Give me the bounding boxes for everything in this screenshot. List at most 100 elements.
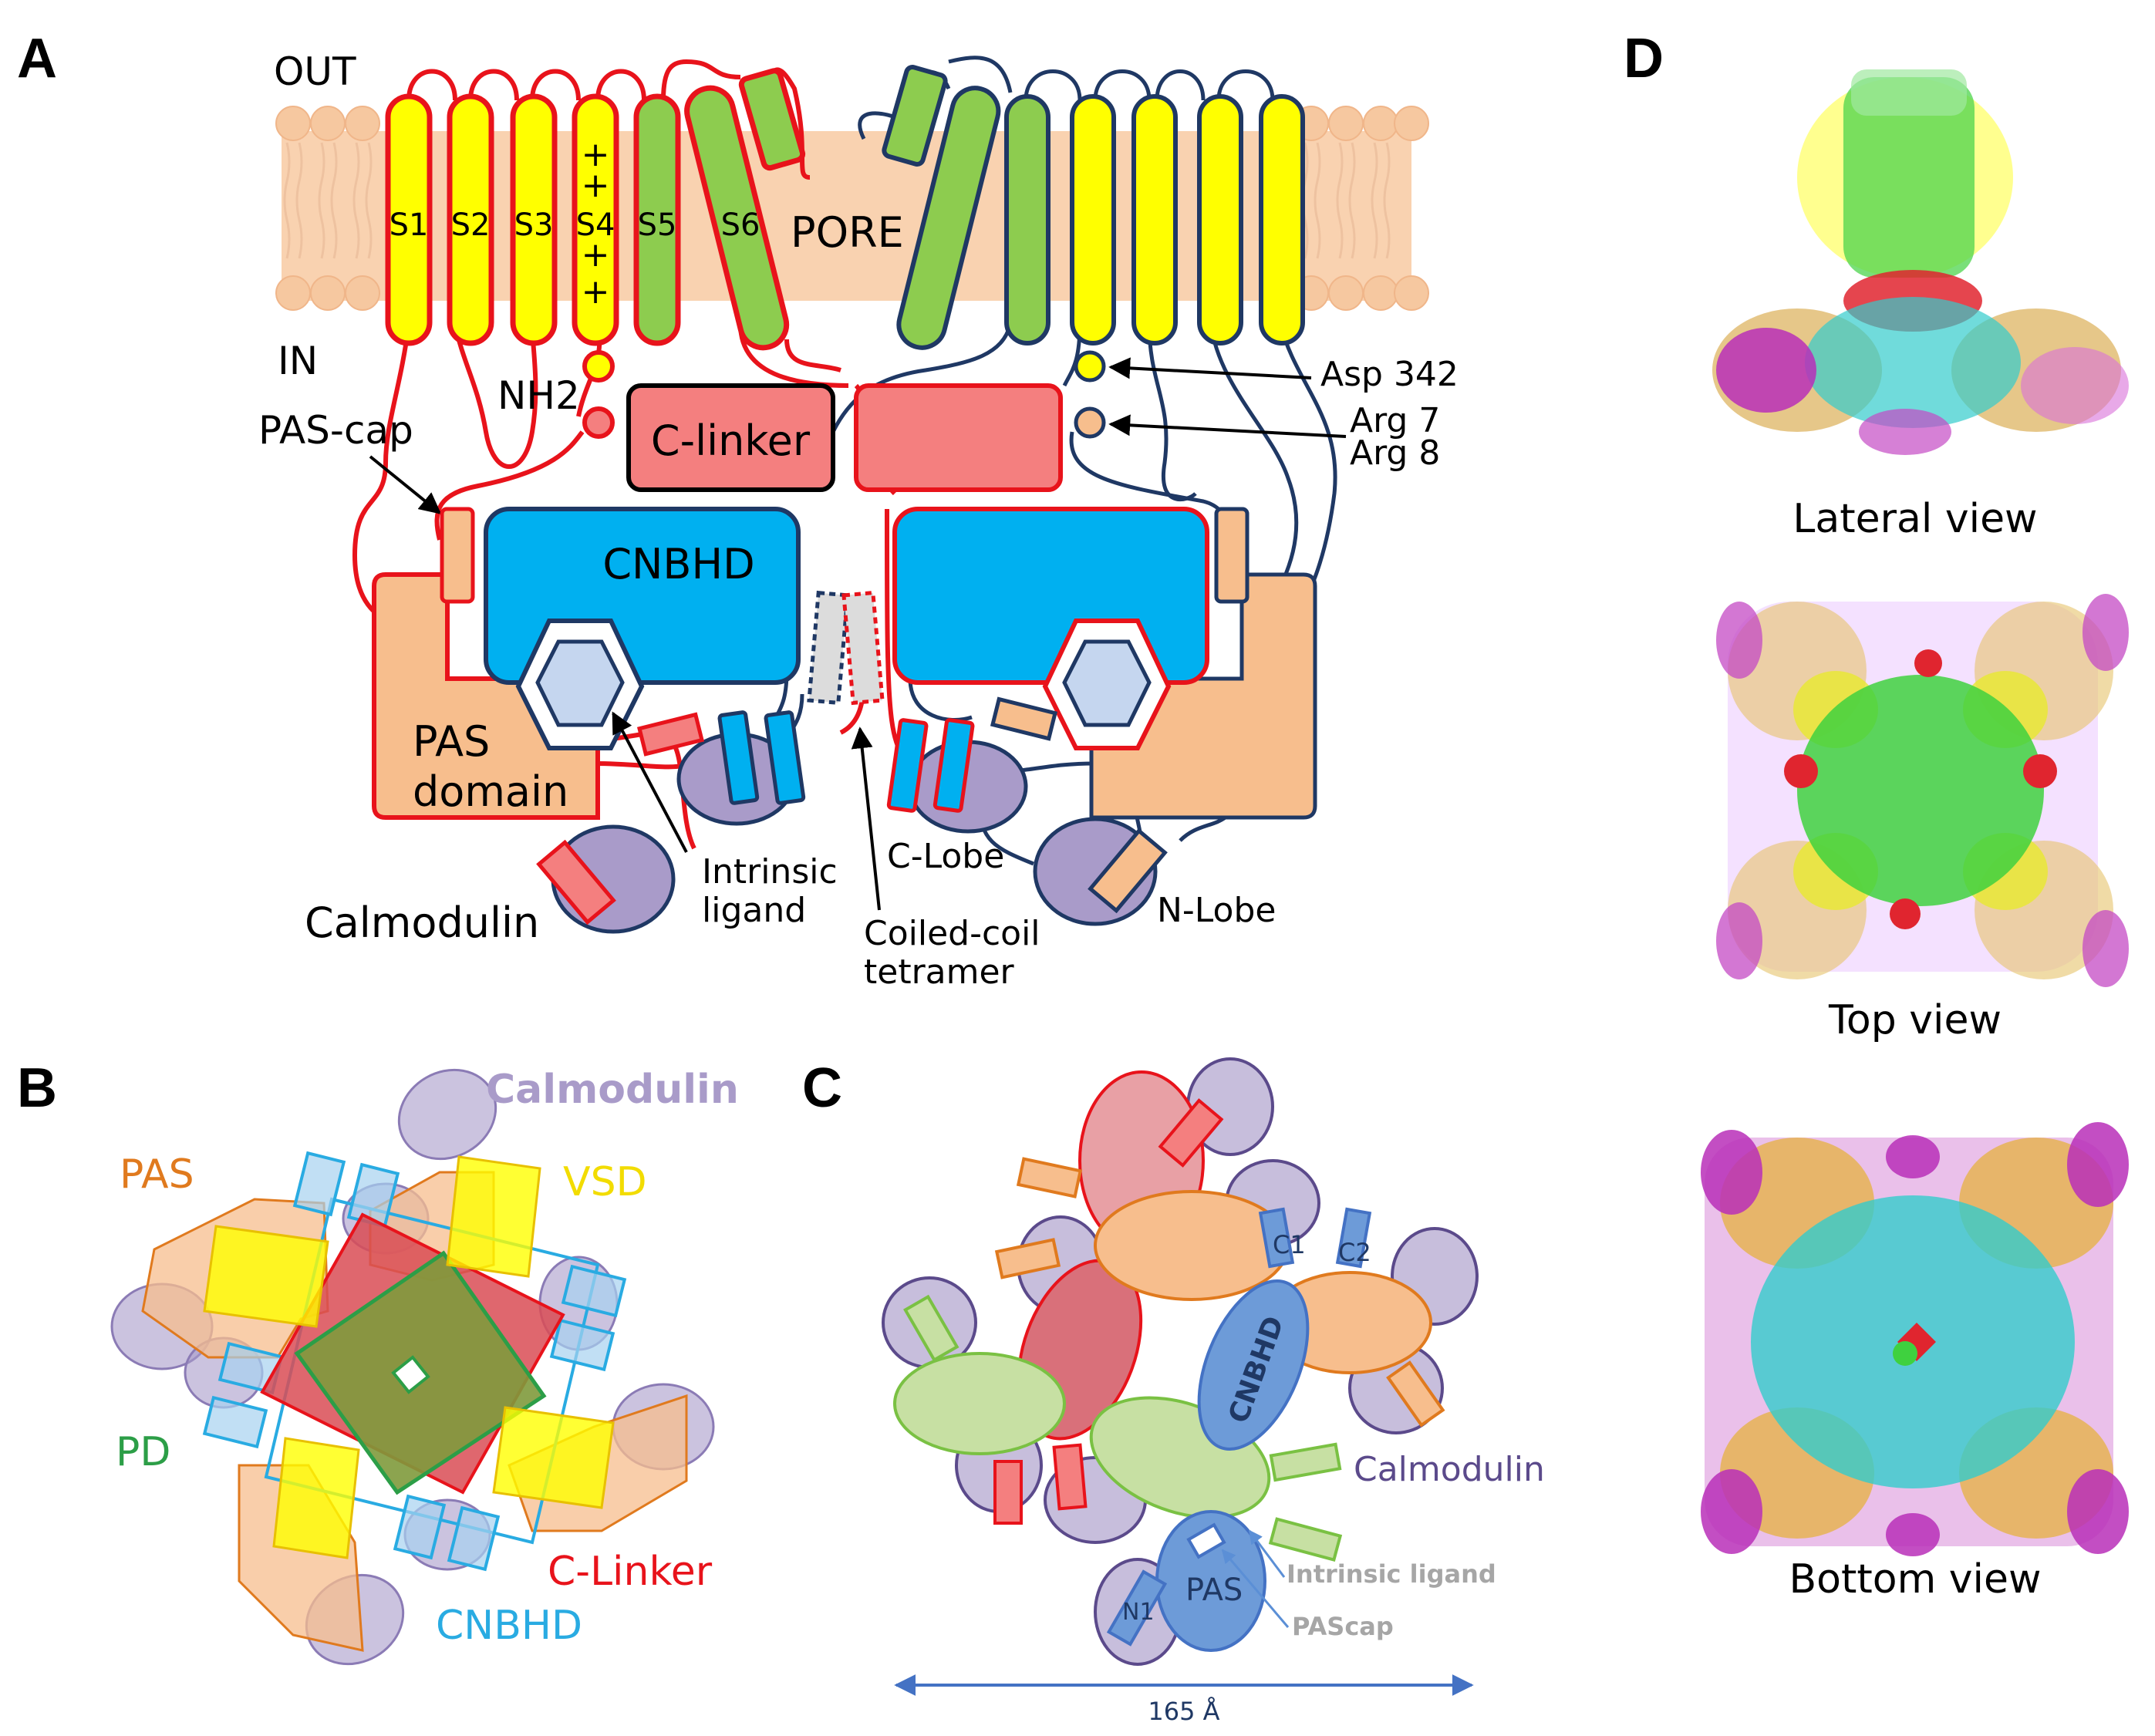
intrinsic-arrow: [612, 711, 688, 853]
asp-label: Asp 342: [1320, 355, 1459, 394]
helix-c2: [1335, 1207, 1372, 1269]
bottom-view-label: Bottom view: [1789, 1556, 2041, 1603]
pas-cap-right: [1214, 507, 1249, 604]
top-view-label: Top view: [1828, 997, 2002, 1043]
pas-helix: [990, 696, 1058, 741]
intrinsic-ligand-left: [535, 639, 625, 727]
helix-s5-navy: [1004, 94, 1051, 346]
arg-residue-red: [582, 406, 615, 439]
pore-helix-red: [738, 68, 806, 171]
panel-a-label: A: [17, 28, 57, 89]
pas-label-b: PAS: [120, 1151, 194, 1198]
helix-s2: [447, 93, 494, 346]
panel-b-label: B: [17, 1057, 57, 1119]
s4-charge: +: [582, 272, 610, 312]
pascap-c: [1186, 1522, 1226, 1559]
pd-label-b: PD: [116, 1429, 170, 1475]
calmodulin-label-a: Calmodulin: [305, 898, 539, 947]
cam-helix: [717, 710, 760, 805]
pas-ellipse-c: [1094, 1190, 1290, 1301]
pas-helix: [636, 712, 705, 757]
helix-s4-navy: [1070, 94, 1116, 346]
s4-charge: +: [582, 135, 610, 174]
pore-label: PORE: [791, 208, 904, 257]
red-subunit-linkers: [352, 59, 927, 850]
pas-cap-left: [440, 507, 475, 604]
pore-helix-navy: [882, 65, 948, 167]
pas-label-2: domain: [413, 767, 568, 816]
coiled-coil-label-2: tetramer: [864, 952, 1015, 992]
helix-s6-navy: [896, 86, 1001, 350]
calmodulin-b: [397, 1068, 497, 1161]
panel-c: C: [802, 1057, 1545, 1726]
vsd-b: [272, 1437, 360, 1559]
lateral-view-structure: [1712, 69, 2129, 455]
intrinsic-label-1: Intrinsic: [702, 852, 838, 892]
pas-domain-right: [1089, 572, 1317, 820]
cnbhd-helix-b: [292, 1151, 346, 1217]
nh2-label: NH2: [497, 373, 580, 418]
cnbhd-helix-b: [561, 1264, 627, 1318]
helix-c: [994, 1238, 1061, 1279]
arg-residue-navy: [1074, 406, 1106, 439]
pas-label-c: PAS: [1185, 1573, 1243, 1608]
c-linker-box-2: [854, 383, 1063, 492]
cnbhd-label-b: CNBHD: [436, 1603, 582, 1649]
cnbhd-helix-b: [393, 1494, 447, 1560]
helix-c: [1052, 1443, 1088, 1511]
cnbhd-ellipse-c: [1197, 1279, 1310, 1451]
top-view-structure: [1716, 594, 2129, 987]
cnbhd-helix-b: [549, 1318, 615, 1372]
vsd-b: [446, 1155, 541, 1278]
n1-label: N1: [1122, 1599, 1155, 1626]
helix-s6: [684, 85, 790, 351]
s5-label: S5: [638, 207, 677, 243]
coiled-coil-arrow: [851, 726, 881, 911]
intrinsic-label-2: ligand: [702, 891, 806, 930]
panel-d: D Lateral view: [1624, 28, 2129, 1603]
arg7-label: Arg 7: [1350, 401, 1440, 440]
cam-helix: [764, 710, 806, 805]
helix-s4: [572, 93, 619, 346]
c2-label: C2: [1338, 1238, 1371, 1267]
in-label: IN: [278, 339, 318, 383]
c-lobe-label: C-Lobe: [887, 837, 1004, 876]
asp-arrow: [1108, 357, 1312, 379]
asp-residue-navy: [1074, 350, 1106, 383]
s2-label: S2: [451, 207, 491, 243]
cam-helix: [886, 718, 929, 813]
helix-s5: [633, 93, 681, 346]
cnbhd-right: [892, 507, 1209, 685]
pore-center: [391, 1355, 430, 1394]
intrinsic-label-c: Intrinsic ligand: [1287, 1559, 1496, 1589]
intrinsic-arrow-c: [1248, 1529, 1286, 1578]
panel-a: A: [17, 28, 1459, 992]
helix-s2-navy: [1197, 94, 1243, 346]
pascap-label-c: PAScap: [1292, 1612, 1394, 1641]
n-lobe-label: N-Lobe: [1157, 891, 1276, 930]
helix-c: [1158, 1098, 1224, 1168]
asp-residue-red: [582, 350, 615, 383]
helix-s1-navy: [1259, 94, 1305, 346]
panel-c-label: C: [802, 1057, 842, 1119]
pas-domain-left: [372, 572, 600, 820]
cnbhd-helix-b: [447, 1505, 501, 1572]
panel-d-label: D: [1624, 28, 1664, 89]
c-linker-label-b: C-Linker: [548, 1549, 713, 1595]
calmodulin-label-b: Calmodulin: [486, 1067, 739, 1113]
arg8-label: Arg 8: [1350, 433, 1440, 473]
helix-c: [1016, 1157, 1083, 1198]
helix-c: [903, 1294, 959, 1363]
s4-charge: +: [582, 166, 610, 205]
lateral-view-label: Lateral view: [1792, 496, 2037, 542]
helix-c1: [1258, 1207, 1295, 1269]
arg-arrow: [1108, 414, 1347, 438]
cam-bound-helix: [536, 839, 616, 925]
cam-helix: [932, 718, 975, 813]
helix-n1: [1106, 1569, 1168, 1647]
c-linker-box: [626, 383, 835, 492]
cnbhd-label: CNBHD: [602, 540, 754, 588]
pas-cap-arrow: [369, 455, 442, 514]
cnbhd-helix-b: [202, 1395, 268, 1449]
vsd-label-b: VSD: [563, 1159, 647, 1205]
